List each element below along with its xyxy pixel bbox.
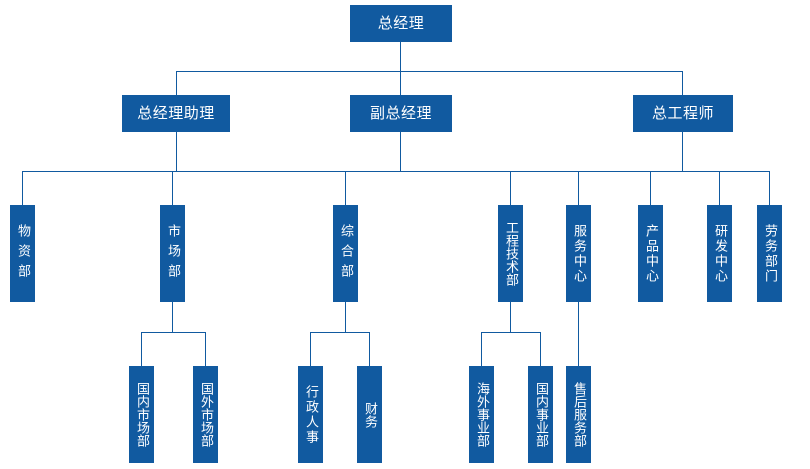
node-domestic-business-dept[interactable]: 国内事业部 [528, 366, 553, 463]
connector-drop-general-affairs [345, 171, 346, 205]
connector-drop-rd-center [719, 171, 720, 205]
connector-drop-deputy-gm [400, 71, 401, 95]
connector-stem-general-affairs [345, 302, 346, 332]
connector-drop-materials [22, 171, 23, 205]
node-label: 海外事业部 [474, 382, 489, 447]
node-label: 劳务部门 [762, 223, 777, 284]
connector-stem-marketing [172, 302, 173, 332]
node-chief-engineer[interactable]: 总工程师 [633, 95, 733, 132]
node-marketing-dept[interactable]: 市场部 [160, 205, 185, 302]
node-finance-dept[interactable]: 财务 [357, 366, 382, 463]
node-after-sales-service-dept[interactable]: 售后服务部 [566, 366, 591, 463]
connector-drop-domestic-market [141, 332, 142, 366]
node-label: 综合部 [338, 223, 353, 284]
connector-drop-overseas-biz [481, 332, 482, 366]
node-gm-assistant[interactable]: 总经理助理 [122, 95, 230, 132]
node-general-affairs-dept[interactable]: 综合部 [333, 205, 358, 302]
connector-stem-deputy-gm [400, 132, 401, 171]
node-overseas-market-dept[interactable]: 国外市场部 [193, 366, 218, 463]
node-label: 国内市场部 [134, 382, 149, 447]
connector-level2-bus [176, 71, 682, 72]
connector-drop-chief-engineer [682, 71, 683, 95]
node-label: 总经理助理 [137, 104, 215, 122]
connector-drop-engineering [510, 171, 511, 205]
node-label: 总经理 [377, 14, 425, 32]
connector-stem-chief-engineer-2 [682, 132, 683, 171]
node-rd-center[interactable]: 研发中心 [707, 205, 732, 302]
connector-drop-admin-hr [310, 332, 311, 366]
node-label: 产品中心 [643, 223, 658, 284]
connector-drop-finance [369, 332, 370, 366]
node-label: 工程技术部 [503, 221, 518, 286]
connector-level3-bus [22, 171, 769, 172]
node-label: 国外市场部 [198, 382, 213, 447]
node-label: 物资部 [15, 223, 30, 284]
node-label: 财务 [362, 401, 377, 428]
node-deputy-gm[interactable]: 副总经理 [350, 95, 452, 132]
connector-drop-marketing [172, 171, 173, 205]
node-labor-dept[interactable]: 劳务部门 [757, 205, 782, 302]
node-admin-hr-dept[interactable]: 行政人事 [298, 366, 323, 463]
connector-drop-overseas-market [205, 332, 206, 366]
connector-stem-service-center [578, 302, 579, 366]
node-label: 研发中心 [712, 223, 727, 284]
connector-drop-gm-assistant [176, 71, 177, 95]
node-label: 副总经理 [369, 104, 432, 122]
connector-drop-labor-dept [769, 171, 770, 205]
node-domestic-market-dept[interactable]: 国内市场部 [129, 366, 154, 463]
node-label: 市场部 [165, 223, 180, 284]
node-engineering-tech-dept[interactable]: 工程技术部 [498, 205, 523, 302]
connector-stem-engineering [510, 302, 511, 332]
node-label: 售后服务部 [571, 382, 586, 447]
node-overseas-business-dept[interactable]: 海外事业部 [469, 366, 494, 463]
connector-gm-down [400, 42, 401, 71]
connector-bus-general-affairs [310, 332, 369, 333]
connector-bus-marketing [141, 332, 205, 333]
node-label: 国内事业部 [533, 382, 548, 447]
connector-bus-engineering [481, 332, 540, 333]
node-service-center[interactable]: 服务中心 [566, 205, 591, 302]
node-label: 行政人事 [303, 384, 318, 445]
connector-stem-gm-assistant [176, 132, 177, 171]
node-label: 总工程师 [651, 104, 714, 122]
node-materials-dept[interactable]: 物资部 [10, 205, 35, 302]
node-label: 服务中心 [571, 223, 586, 284]
connector-drop-service-center [578, 171, 579, 205]
node-product-center[interactable]: 产品中心 [638, 205, 663, 302]
node-general-manager[interactable]: 总经理 [350, 5, 452, 42]
connector-drop-domestic-biz [540, 332, 541, 366]
connector-drop-product-center [650, 171, 651, 205]
